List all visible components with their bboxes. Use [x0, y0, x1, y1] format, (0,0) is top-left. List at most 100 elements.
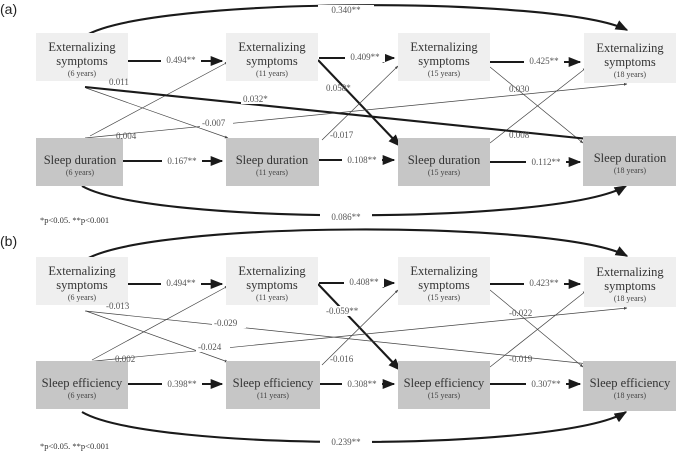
coef-s6-s11: 0.167** — [167, 156, 197, 166]
coef-s11-e15-b: -0.016 — [330, 354, 354, 364]
coef-s15-s18-b: 0.307** — [531, 379, 561, 389]
node-ext6: Externalizing symptoms (6 years) — [36, 33, 128, 81]
svg-text:(18 years): (18 years) — [614, 166, 647, 175]
svg-text:Externalizing: Externalizing — [238, 40, 306, 54]
svg-text:symptoms: symptoms — [246, 54, 298, 68]
significance-note-b: *p<0.05. **p<0.001 — [40, 441, 109, 451]
node-ext6-b: Externalizing symptoms (6 years) — [36, 257, 128, 305]
svg-text:Externalizing: Externalizing — [48, 264, 116, 278]
svg-text:(11 years): (11 years) — [256, 293, 288, 302]
svg-text:symptoms: symptoms — [246, 278, 298, 292]
node-sleep11-b: Sleep efficiency (11 years) — [226, 361, 320, 409]
svg-text:Externalizing: Externalizing — [596, 265, 664, 279]
path-s11-e15-b — [321, 289, 399, 366]
coef-e6-e11-b: 0.494** — [166, 278, 196, 288]
coef-e15-s18-b: -0.022 — [509, 308, 532, 318]
svg-text:Externalizing: Externalizing — [238, 264, 306, 278]
node-ext11-b: Externalizing symptoms (11 years) — [226, 257, 318, 305]
coef-s6-e11-b: 0.002 — [115, 354, 135, 364]
coef-e6-s18-b: -0.029 — [214, 318, 238, 328]
coef-s11-e15: -0.017 — [330, 130, 354, 140]
panel-b: (b) 0.239** Externalizing symptoms (6 ye… — [0, 228, 676, 451]
coef-arc-sleep: 0.086** — [331, 212, 361, 222]
node-sleep18: Sleep duration (18 years) — [583, 136, 676, 186]
node-sleep11: Sleep duration (11 years) — [226, 138, 319, 186]
coef-arc-sleep-b: 0.239** — [331, 437, 361, 447]
panel-a-label: (a) — [0, 1, 17, 17]
svg-text:symptoms: symptoms — [418, 54, 470, 68]
coef-e15-e18-b: 0.423** — [529, 278, 559, 288]
node-sleep6-b: Sleep efficiency (6 years) — [36, 361, 128, 409]
svg-text:(15 years): (15 years) — [428, 69, 461, 78]
coef-e11-e15-b: 0.408** — [349, 277, 379, 287]
svg-text:(11 years): (11 years) — [257, 391, 289, 400]
coef-e15-s18: 0.030 — [509, 84, 530, 94]
path-e11-s15 — [317, 59, 401, 147]
path-e6-s11-b — [85, 310, 229, 363]
svg-text:(18 years): (18 years) — [614, 294, 647, 303]
svg-text:symptoms: symptoms — [418, 278, 470, 292]
path-e6-s11 — [85, 87, 229, 139]
svg-text:symptoms: symptoms — [56, 278, 108, 292]
svg-text:Sleep duration: Sleep duration — [44, 153, 117, 167]
path-s6-e11-b — [91, 285, 229, 361]
path-e6-s18-b — [84, 310, 628, 370]
coef-s15-s18: 0.112** — [532, 157, 561, 167]
coef-e6-e11: 0.494** — [166, 55, 196, 65]
path-s6-e11 — [89, 61, 229, 137]
path-s11-e15 — [321, 65, 399, 141]
path-e15-s18-b — [489, 289, 584, 368]
svg-text:(6 years): (6 years) — [68, 293, 97, 302]
svg-text:Sleep duration: Sleep duration — [236, 153, 309, 167]
node-ext18-b: Externalizing symptoms (18 years) — [584, 257, 676, 307]
svg-text:Sleep efficiency: Sleep efficiency — [42, 376, 123, 390]
svg-text:Sleep efficiency: Sleep efficiency — [404, 376, 485, 390]
svg-text:(11 years): (11 years) — [256, 168, 288, 177]
coef-s6-e11: 0.004 — [116, 131, 137, 141]
node-sleep6: Sleep duration (6 years) — [36, 138, 123, 186]
coef-arc-ext: 0.340** — [331, 5, 361, 15]
path-e6-s18 — [84, 85, 629, 147]
svg-text:(6 years): (6 years) — [68, 391, 97, 400]
path-s15-e18 — [489, 67, 587, 144]
svg-text:Externalizing: Externalizing — [48, 40, 116, 54]
node-ext15-b: Externalizing symptoms (15 years) — [398, 257, 490, 305]
node-sleep15: Sleep duration (15 years) — [398, 138, 490, 186]
coef-s6-e18: -0.007 — [202, 118, 226, 128]
svg-text:Externalizing: Externalizing — [596, 41, 664, 55]
svg-text:Externalizing: Externalizing — [410, 40, 478, 54]
coef-s15-e18: 0.008 — [509, 130, 530, 140]
path-s15-e18-b — [489, 290, 587, 368]
coef-e11-s15: 0.058* — [326, 83, 351, 93]
svg-text:symptoms: symptoms — [56, 54, 108, 68]
svg-text:Externalizing: Externalizing — [410, 264, 478, 278]
significance-note-a: *p<0.05. **p<0.001 — [40, 215, 109, 225]
coef-s11-s15-b: 0.308** — [347, 379, 377, 389]
panel-b-label: (b) — [0, 233, 17, 249]
arc-ext6-ext18-b — [84, 228, 629, 261]
svg-text:(15 years): (15 years) — [428, 168, 461, 177]
svg-text:(6 years): (6 years) — [66, 168, 95, 177]
svg-text:(18 years): (18 years) — [614, 391, 647, 400]
path-e15-s18 — [489, 66, 584, 144]
coef-e15-e18: 0.425** — [529, 56, 559, 66]
node-ext11: Externalizing symptoms (11 years) — [226, 33, 318, 81]
svg-text:(15 years): (15 years) — [428, 391, 461, 400]
svg-text:(6 years): (6 years) — [68, 69, 97, 78]
node-ext18: Externalizing symptoms (18 years) — [584, 33, 676, 83]
coef-s6-e18-b: -0.024 — [198, 342, 222, 352]
path-s6-e18-b — [84, 306, 628, 363]
coef-s6-s11-b: 0.398** — [167, 379, 197, 389]
svg-text:symptoms: symptoms — [604, 279, 656, 293]
svg-text:Sleep duration: Sleep duration — [594, 151, 667, 165]
svg-text:Sleep efficiency: Sleep efficiency — [590, 376, 671, 390]
svg-text:(15 years): (15 years) — [428, 293, 461, 302]
svg-text:Sleep efficiency: Sleep efficiency — [233, 376, 314, 390]
panel-a: (a) 0.340** 0.086** Externalizing sympto… — [0, 1, 676, 225]
svg-text:(11 years): (11 years) — [256, 69, 288, 78]
arc-sleep6-sleep18 — [81, 185, 628, 217]
coef-s11-s15: 0.108** — [347, 155, 377, 165]
svg-text:(18 years): (18 years) — [614, 70, 647, 79]
svg-text:Sleep duration: Sleep duration — [408, 153, 481, 167]
